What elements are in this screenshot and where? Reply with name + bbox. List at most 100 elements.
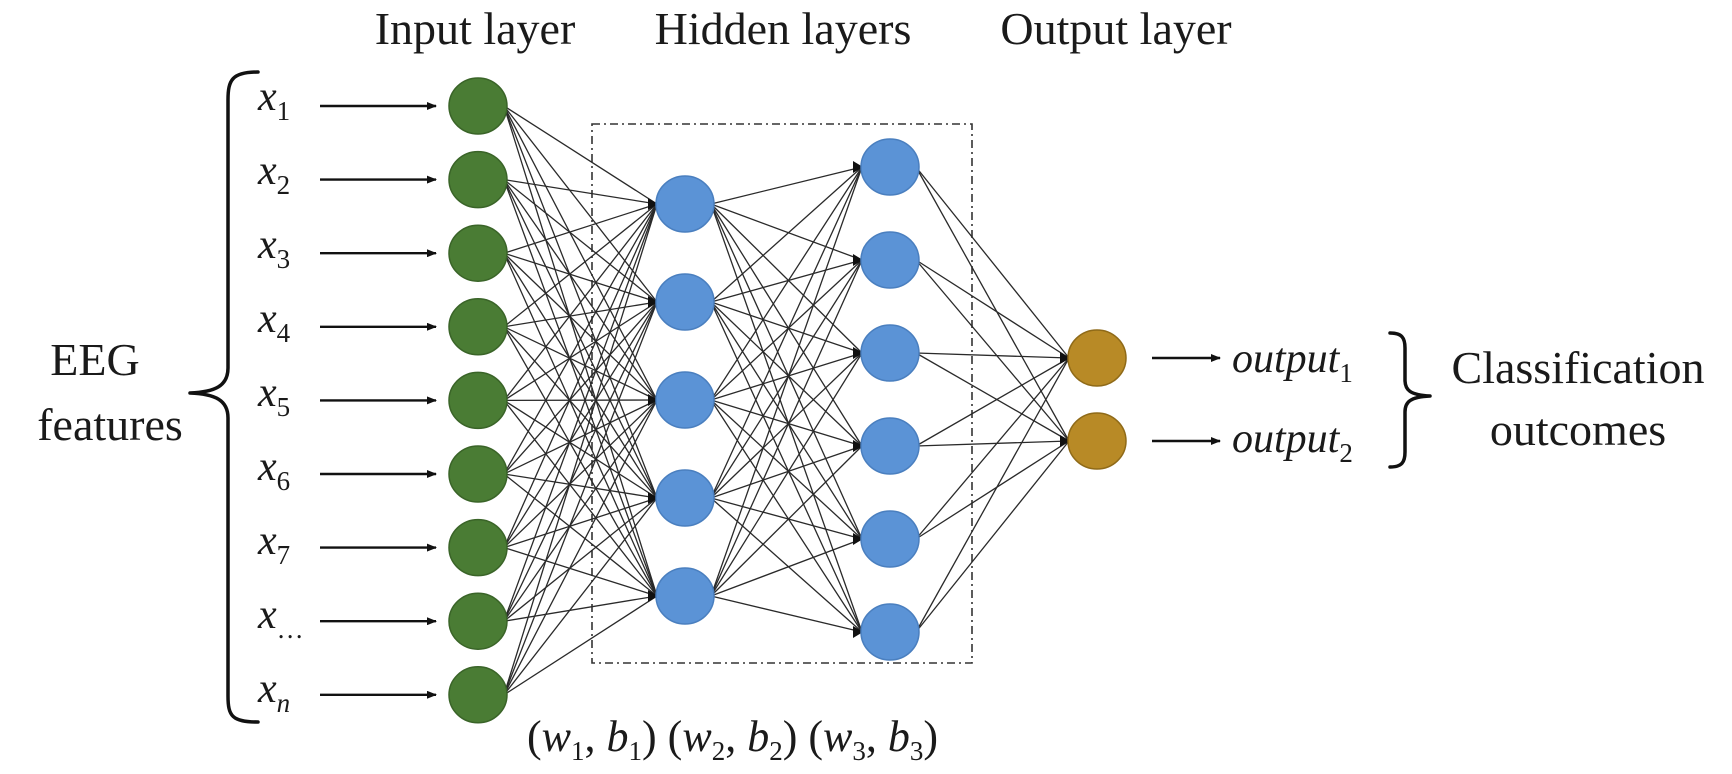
- edge-input-hidden1: [503, 497, 658, 696]
- input-label: x7: [257, 518, 290, 570]
- input-node: [448, 445, 508, 503]
- edge-arrow-tip: [853, 533, 863, 545]
- edge-hidden1-hidden2: [710, 203, 863, 633]
- left-brace: [188, 70, 260, 724]
- eeg-features-label-line2: features: [37, 399, 183, 450]
- edge-hidden1-hidden2: [710, 497, 863, 633]
- edge-input-hidden1: [503, 203, 658, 475]
- edge-arrow-tip: [853, 440, 863, 452]
- input-node: [448, 224, 508, 282]
- edge-input-hidden1: [503, 301, 658, 328]
- edge-hidden2-output: [915, 440, 1070, 447]
- edge-hidden1-hidden2: [710, 166, 863, 401]
- output-layer-title: Output layer: [1000, 3, 1231, 54]
- edge-hidden1-hidden2: [710, 352, 863, 597]
- input-node: [448, 77, 508, 135]
- edge-hidden1-hidden2: [710, 352, 863, 401]
- edge-hidden1-hidden2: [710, 203, 863, 540]
- edge-input-hidden1: [503, 203, 658, 328]
- edge-input-hidden1: [503, 203, 658, 548]
- edge-hidden1-hidden2: [710, 445, 863, 597]
- edge-input-hidden1: [503, 497, 658, 622]
- hidden2-node: [860, 324, 920, 382]
- edge-hidden1-hidden2: [710, 259, 863, 597]
- edge-hidden2-output: [915, 166, 1070, 442]
- input-label: x…: [257, 592, 304, 644]
- edge-input-hidden1: [503, 203, 658, 695]
- hidden1-node: [655, 273, 715, 331]
- edge-arrow-tip: [648, 296, 658, 308]
- hidden1-node: [655, 371, 715, 429]
- input-node: [448, 592, 508, 650]
- edge-hidden2-output: [915, 357, 1070, 633]
- input-node: [448, 518, 508, 577]
- hidden-layers-title: Hidden layers: [655, 3, 912, 54]
- input-label: x6: [257, 444, 290, 496]
- input-label: x1: [257, 74, 290, 126]
- edge-hidden2-output: [915, 440, 1070, 633]
- edge-hidden2-output: [915, 259, 1070, 359]
- edge-arrow-tip: [648, 394, 658, 406]
- edge-input-hidden1: [503, 203, 658, 622]
- edge-arrow-tip: [648, 590, 658, 602]
- edge-hidden2-output: [915, 440, 1070, 540]
- edge-hidden2-output: [915, 357, 1070, 540]
- edge-hidden1-hidden2: [710, 166, 863, 597]
- hidden2-node: [860, 510, 920, 568]
- input-node: [448, 666, 508, 724]
- edge-hidden1-hidden2: [710, 497, 863, 540]
- edge-hidden1-hidden2: [710, 166, 863, 303]
- edge-hidden1-hidden2: [710, 259, 863, 303]
- edge-hidden1-hidden2: [710, 203, 863, 261]
- edge-input-hidden1: [503, 301, 658, 475]
- classification-outcomes-line2: outcomes: [1490, 404, 1666, 455]
- edge-input-hidden1: [503, 301, 658, 622]
- edge-arrow-tip: [853, 347, 863, 359]
- edge-input-hidden1: [503, 105, 658, 205]
- edge-input-hidden1: [503, 178, 658, 205]
- edge-input-hidden1: [503, 546, 658, 597]
- edge-input-hidden1: [503, 179, 658, 401]
- edge-hidden1-hidden2: [710, 301, 863, 633]
- edge-hidden1-hidden2: [710, 399, 863, 633]
- input-node: [448, 298, 508, 356]
- edge-hidden1-hidden2: [710, 166, 863, 205]
- edge-hidden2-output: [915, 357, 1070, 447]
- input-layer-title: Input layer: [375, 3, 576, 54]
- edge-input-hidden1: [503, 473, 658, 597]
- edge-hidden2-output: [915, 352, 1070, 359]
- edge-hidden1-hidden2: [710, 352, 863, 499]
- edge-arrow-tip: [853, 626, 863, 638]
- hidden2-node: [860, 231, 920, 289]
- output-label: output1: [1232, 336, 1353, 388]
- edge-arrow-tip: [853, 161, 863, 173]
- hidden2-node: [860, 603, 920, 661]
- output-label: output2: [1232, 416, 1353, 468]
- output-node: [1067, 412, 1127, 470]
- hidden2-node: [860, 417, 920, 475]
- edge-hidden1-hidden2: [710, 259, 863, 401]
- edge-input-hidden1: [503, 595, 658, 696]
- edge-input-hidden1: [503, 105, 658, 401]
- hidden1-node: [655, 175, 715, 233]
- edge-input-hidden1: [503, 399, 658, 549]
- input-arrows: [320, 102, 437, 699]
- edge-input-hidden1: [503, 301, 658, 548]
- edge-input-hidden1: [503, 203, 658, 254]
- connection-edges: [503, 105, 1070, 696]
- input-labels: x1 x2 x3 x4 x5 x6 x7 x… xn: [257, 74, 304, 718]
- network-nodes: [448, 77, 1127, 724]
- edge-hidden1-hidden2: [710, 301, 863, 447]
- edge-hidden1-hidden2: [710, 166, 863, 499]
- edge-input-hidden1: [503, 105, 658, 303]
- input-node: [448, 371, 508, 430]
- edge-input-hidden1: [503, 252, 658, 401]
- edge-hidden1-hidden2: [710, 595, 863, 633]
- input-label: x4: [257, 296, 291, 348]
- edge-hidden1-hidden2: [710, 445, 863, 499]
- weights-bias-formula: (w1, b1) (w2, b2) (w3, b3): [527, 712, 938, 766]
- edge-hidden1-hidden2: [710, 203, 863, 447]
- edge-input-hidden1: [503, 399, 658, 475]
- edge-input-hidden1: [503, 203, 658, 401]
